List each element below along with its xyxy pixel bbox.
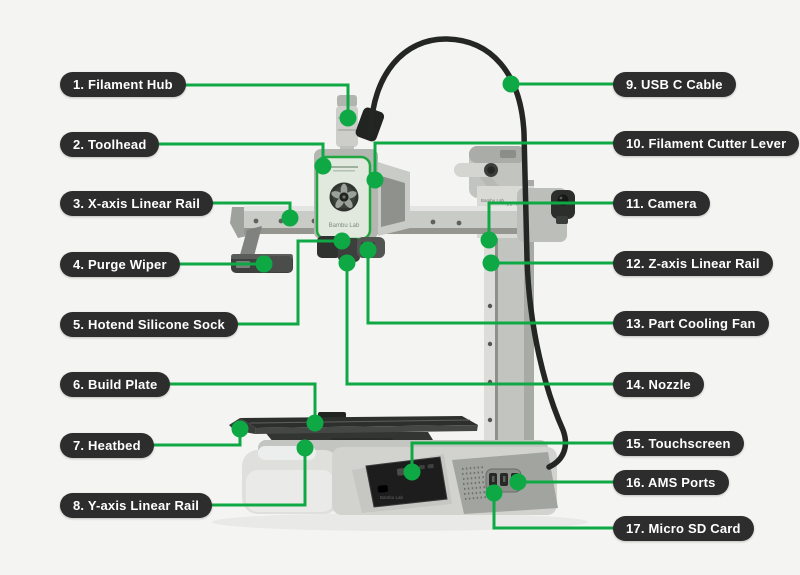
callout-label-heatbed: 7. Heatbed: [60, 433, 154, 458]
callout-line-build-plate: [100, 382, 317, 423]
callout-label-toolhead: 2. Toolhead: [60, 132, 160, 157]
callout-label-touchscreen: 15. Touchscreen: [613, 431, 744, 456]
callout-dot-touchscreen: [403, 463, 421, 481]
gantry-left-endcap: [230, 207, 247, 238]
callout-label-z-axis-linear-rail: 12. Z-axis Linear Rail: [613, 251, 773, 276]
callout-label-filament-cutter-lever: 10. Filament Cutter Lever: [613, 131, 800, 156]
build-plate: [229, 412, 478, 434]
callout-dot-y-axis-linear-rail: [296, 439, 314, 457]
callout-dot-build-plate: [306, 414, 324, 432]
callout-dot-heatbed: [231, 420, 249, 438]
callout-label-nozzle: 14. Nozzle: [613, 372, 704, 397]
callout-line-touchscreen: [410, 441, 640, 472]
callout-dot-purge-wiper: [255, 255, 273, 273]
callout-dot-usb-c-cable: [502, 75, 520, 93]
callout-line-part-cooling-fan: [366, 250, 640, 325]
callout-line-micro-sd-card: [492, 493, 640, 530]
callout-label-camera: 11. Camera: [613, 191, 710, 216]
spool-holder: [454, 163, 503, 196]
callout-label-micro-sd-card: 17. Micro SD Card: [613, 516, 754, 541]
callout-label-hotend-silicone-sock: 5. Hotend Silicone Sock: [60, 312, 238, 337]
usb-c-cable: [368, 36, 569, 470]
callout-dot-micro-sd-card: [485, 484, 503, 502]
callout-label-ams-ports: 16. AMS Ports: [613, 470, 729, 495]
callout-label-usb-c-cable: 9. USB C Cable: [613, 72, 736, 97]
callout-dot-ams-ports: [509, 473, 527, 491]
callout-label-y-axis-linear-rail: 8. Y-axis Linear Rail: [60, 493, 213, 518]
callout-label-x-axis-linear-rail: 3. X-axis Linear Rail: [60, 191, 214, 216]
callout-dot-filament-hub: [339, 109, 357, 127]
callout-label-purge-wiper: 4. Purge Wiper: [60, 252, 180, 277]
toolhead: Bambu Lab: [314, 95, 410, 268]
callout-dot-x-axis-linear-rail: [281, 209, 299, 227]
tower-brand-text: Bambu Lab: [481, 198, 505, 203]
toolhead-fan: [329, 182, 359, 212]
printer-illustration: Bambu Lab A1: [100, 36, 640, 531]
screen-brand-text: Bambu Lab: [380, 495, 404, 500]
callout-dot-nozzle: [338, 254, 356, 272]
callout-dot-toolhead: [314, 157, 332, 175]
screen-button: [377, 485, 388, 493]
callout-dot-part-cooling-fan: [359, 241, 377, 259]
purge-wiper: [231, 226, 293, 273]
touchscreen: [352, 454, 452, 513]
toolhead-face-plate: Bambu Lab: [315, 155, 372, 241]
callout-line-nozzle: [345, 263, 640, 386]
callout-label-build-plate: 6. Build Plate: [60, 372, 171, 397]
callout-label-part-cooling-fan: 13. Part Cooling Fan: [613, 311, 769, 336]
callout-dot-z-axis-linear-rail: [482, 254, 500, 272]
callout-label-filament-hub: 1. Filament Hub: [60, 72, 186, 97]
toolhead-brand-text: Bambu Lab: [329, 223, 360, 229]
callout-line-camera: [487, 201, 640, 240]
callout-line-filament-cutter-lever: [373, 141, 640, 180]
callout-dot-camera: [480, 231, 498, 249]
callout-dot-hotend-silicone-sock: [333, 232, 351, 250]
callout-dot-filament-cutter-lever: [366, 171, 384, 189]
